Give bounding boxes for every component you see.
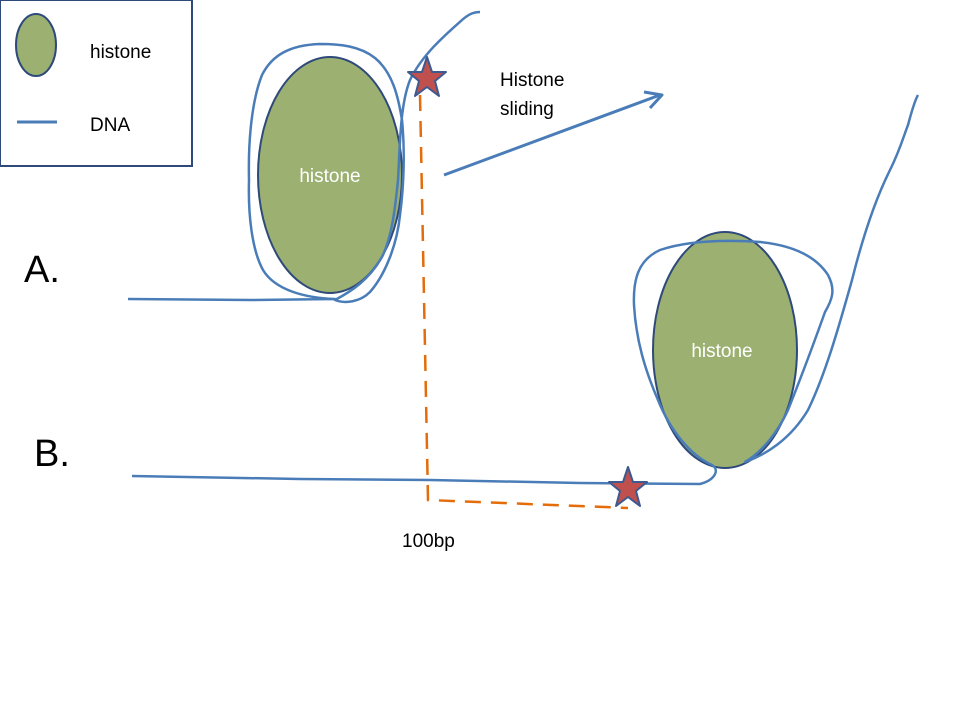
- legend-dna-label: DNA: [90, 115, 130, 136]
- distance-dashed-line: [418, 94, 629, 510]
- panel-a-label: A.: [24, 249, 60, 291]
- legend: histone DNA: [0, 0, 193, 167]
- legend-histone-label: histone: [90, 42, 151, 63]
- dna-strand-b: [131, 94, 920, 486]
- histone-b-label: histone: [691, 341, 752, 362]
- sliding-label-line2: sliding: [500, 99, 554, 120]
- dna-strand-a: [127, 10, 481, 304]
- legend-histone-swatch: [15, 13, 57, 77]
- sliding-label-line1: Histone: [500, 70, 564, 91]
- histone-b: [652, 231, 798, 469]
- histone-a-label: histone: [299, 166, 360, 187]
- star-icon: [407, 56, 447, 97]
- star-icon: [608, 466, 648, 507]
- sliding-arrow: [443, 90, 664, 177]
- histone-a: [257, 56, 403, 294]
- panel-b-label: B.: [34, 433, 70, 475]
- distance-label: 100bp: [402, 531, 455, 552]
